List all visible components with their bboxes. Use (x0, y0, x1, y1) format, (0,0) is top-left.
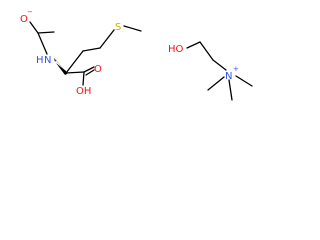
molecule-choline: HO N + (168, 41, 253, 101)
bond-n-to-methyl-left (207, 76, 225, 91)
bond-acetyl-to-n (37, 32, 48, 55)
bond-alpha-to-ch2 (65, 50, 84, 74)
atom-carboxyl-oxygen: O (94, 64, 102, 75)
molecule-n-acetyl-methionine: O − N H S O OH (20, 8, 142, 97)
bond-acetyl-methyl (37, 31, 55, 34)
bond-s-to-methyl (123, 25, 142, 32)
atom-nh-h: H (36, 55, 44, 66)
bond-carboxyl-c-to-oh (82, 71, 85, 86)
bond-n-to-methyl-down (228, 79, 233, 101)
bond-ch2-to-s (99, 29, 115, 49)
bond-n-to-methyl-right (235, 75, 253, 87)
bond-alpha-to-carboxyl (65, 71, 85, 74)
bond-acetyl-carbonyl-to-o-minus (29, 21, 39, 34)
bond-ch2-to-n-plus (212, 59, 227, 71)
bond-n-to-alpha-carbon-wedge (54, 58, 66, 72)
bond-ch2-to-ch2-choline (199, 41, 214, 61)
bond-ch2-to-ch2 (82, 47, 101, 52)
atom-nh-n: N (44, 55, 51, 66)
bond-ho-to-ch2 (186, 41, 201, 49)
atom-sulfur: S (115, 22, 121, 33)
atom-n-plus: N (225, 71, 232, 82)
atom-n-plus-charge: + (233, 65, 239, 73)
bond-wedge-solid (56, 63, 67, 75)
atom-ho: HO (168, 44, 184, 55)
bond-carboxyl-c-to-o (83, 66, 95, 73)
atom-o-minus-charge: − (27, 8, 33, 16)
atom-carboxyl-oh: OH (76, 86, 91, 97)
chemical-structure-diagram: O − N H S O OH HO N + (20, 8, 253, 101)
bond-carboxyl-double-line (85, 69, 95, 76)
atom-o-minus: O (20, 14, 28, 25)
